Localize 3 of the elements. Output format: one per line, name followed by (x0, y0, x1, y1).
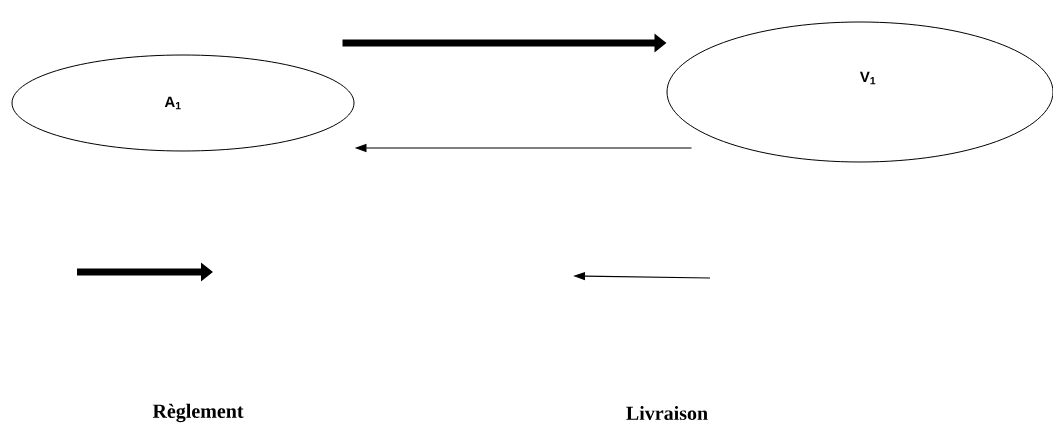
ellipse-node: A$_{1}$ (11, 54, 355, 152)
legend-label: Règlement (152, 403, 244, 423)
legend-label: Livraison (626, 405, 708, 420)
